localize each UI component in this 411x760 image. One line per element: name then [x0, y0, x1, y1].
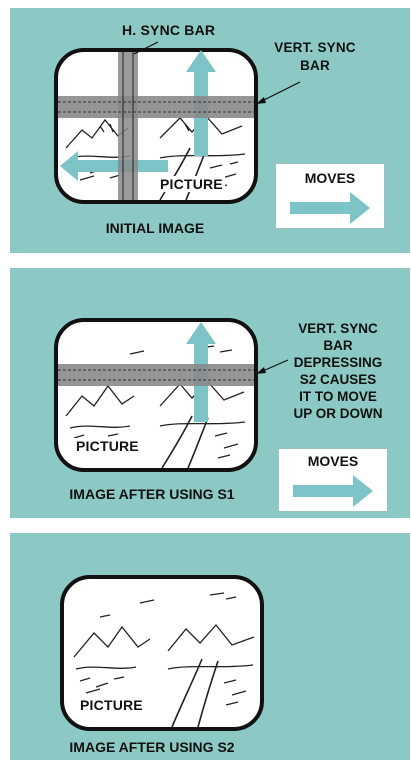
caption-after-s1: IMAGE AFTER USING S1 [0, 486, 410, 502]
vsync-annotation: VERT. SYNC BAR DEPRESSING S2 CAUSES IT T… [278, 320, 398, 422]
panel-initial-image: H. SYNC BAR VERT. SYNC BAR PICTURE MOVES… [10, 8, 410, 253]
annotation-line: VERT. SYNC [278, 320, 398, 337]
picture-label: PICTURE [74, 438, 141, 454]
annotation-line: IT TO MOVE [278, 388, 398, 405]
vert-sync-bar [58, 96, 254, 118]
picture-label: PICTURE [158, 176, 225, 192]
annotation-line: DEPRESSING [278, 354, 398, 371]
vsync-label-line1: VERT. SYNC [260, 40, 370, 55]
screen-outline [56, 50, 256, 202]
annotation-line: UP OR DOWN [278, 405, 398, 422]
panel-after-s2: PICTURE IMAGE AFTER USING S2 [10, 533, 410, 760]
hsync-label: H. SYNC BAR [122, 22, 215, 38]
tv-screen-after-s2 [10, 533, 410, 760]
vert-sync-bar [58, 364, 254, 386]
picture-label: PICTURE [78, 697, 145, 713]
panel-after-s1: VERT. SYNC BAR DEPRESSING S2 CAUSES IT T… [10, 268, 410, 518]
right-arrow-icon [276, 164, 384, 228]
caption-after-s2: IMAGE AFTER USING S2 [0, 739, 410, 755]
annotation-line: S2 CAUSES [278, 371, 398, 388]
moves-indicator: MOVES [278, 448, 388, 512]
vsync-label-line2: BAR [260, 58, 370, 73]
caption-initial-image: INITIAL IMAGE [0, 220, 410, 236]
annotation-line: BAR [278, 337, 398, 354]
h-sync-bar [118, 52, 138, 200]
